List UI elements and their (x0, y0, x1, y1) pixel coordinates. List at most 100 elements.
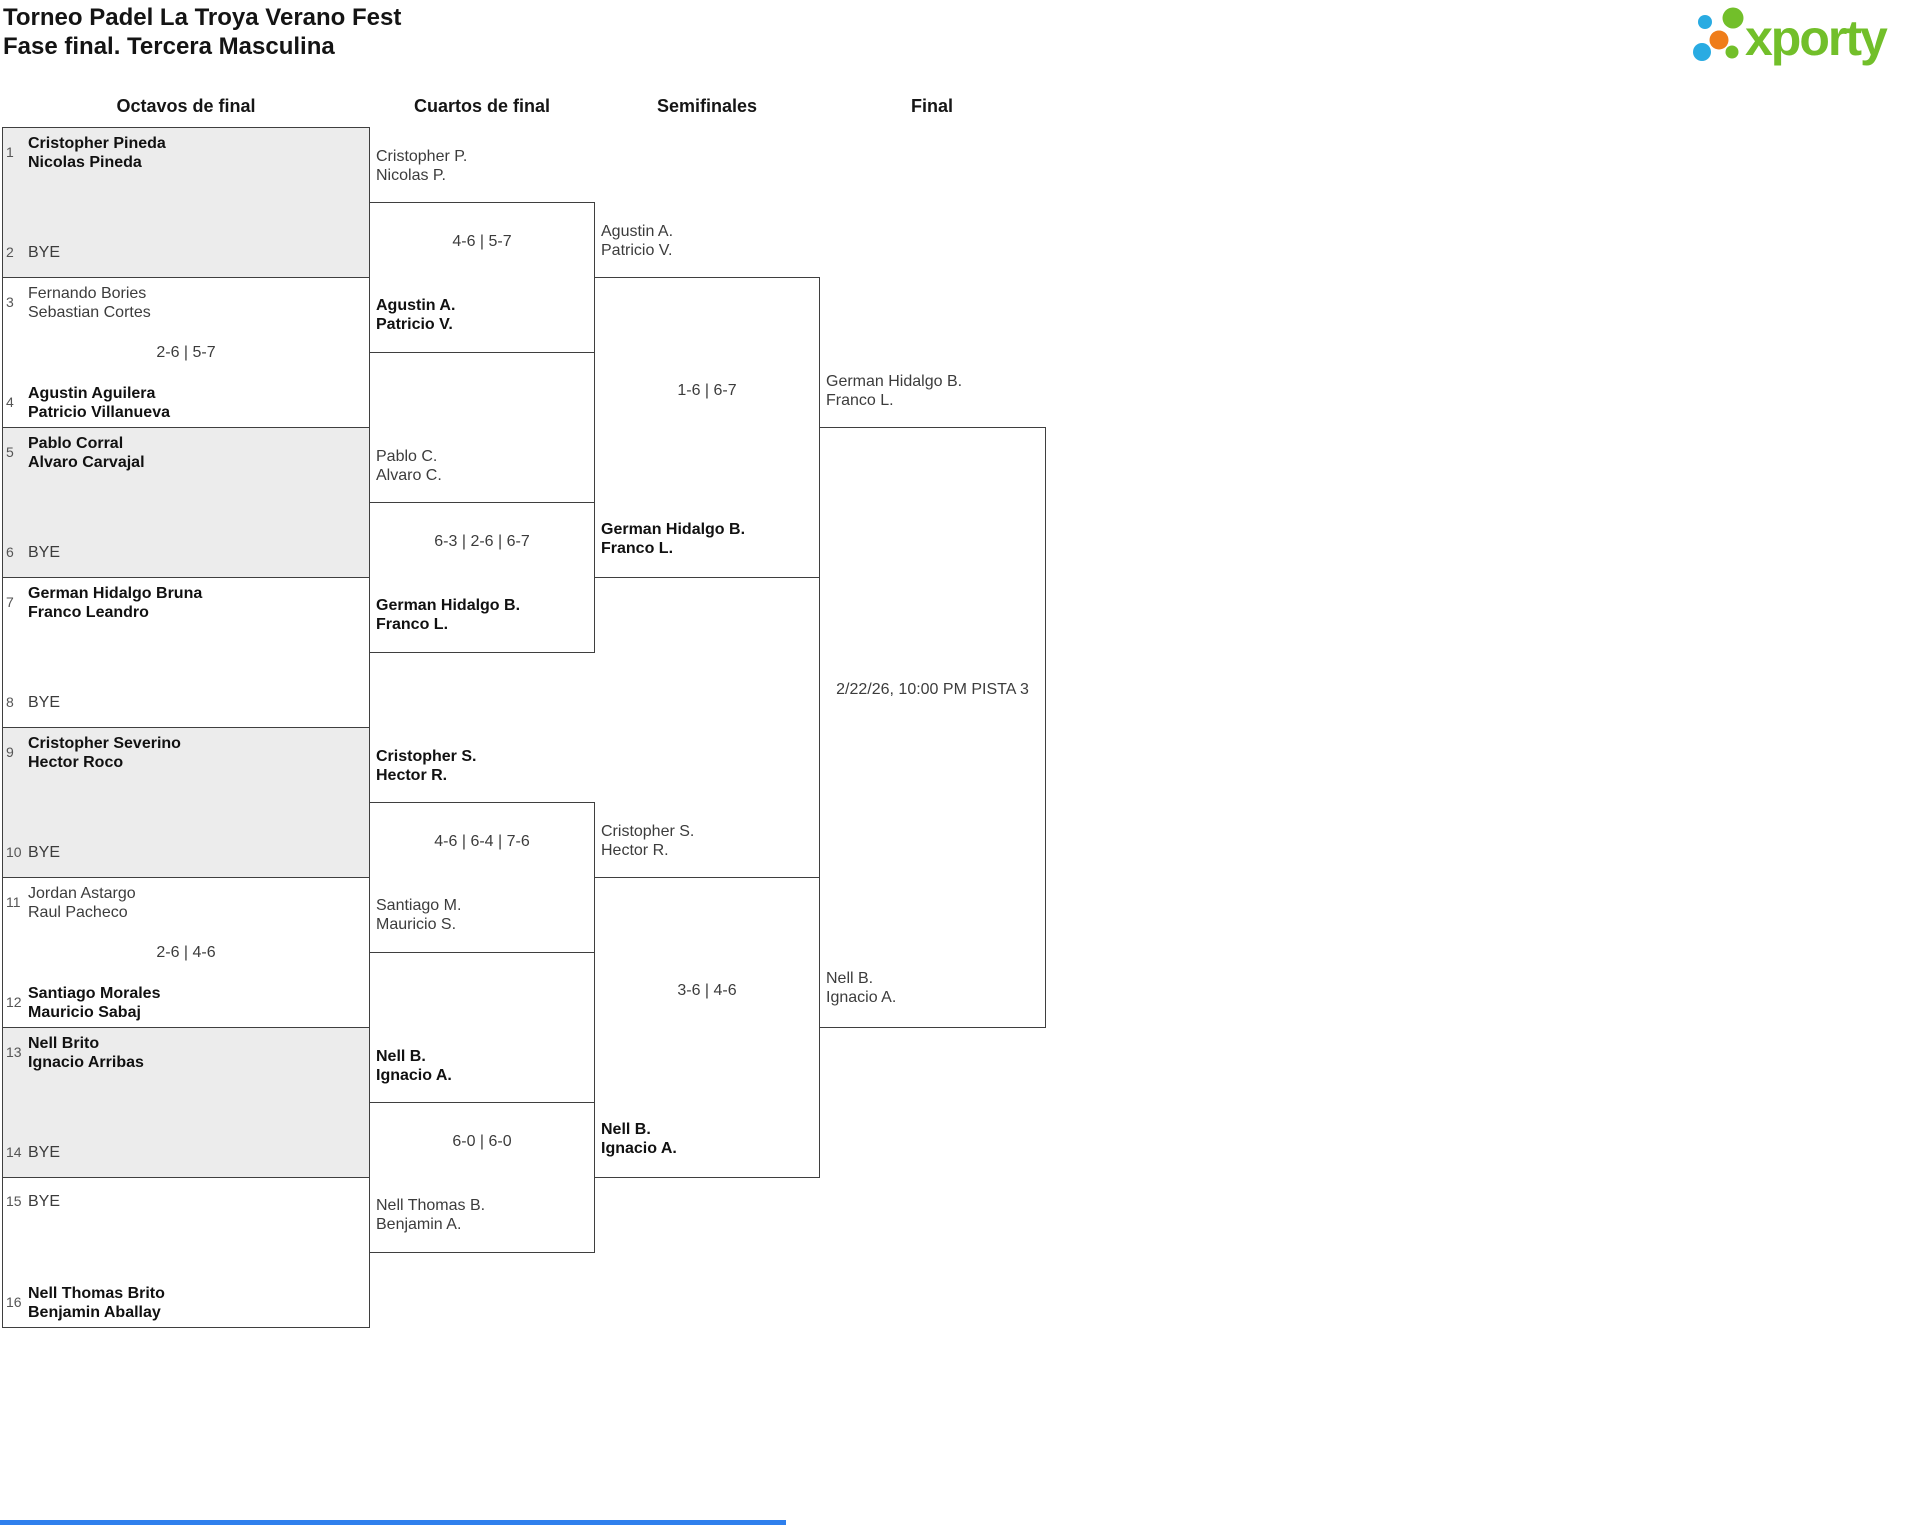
match-score: 3-6 | 4-6 (677, 982, 737, 999)
team-label: BYE (28, 693, 60, 712)
bye-label: BYE (28, 1193, 61, 1210)
final-match-schedule: 2/22/26, 10:00 PM PISTA 3 (836, 681, 1029, 698)
octavos-match-7 (2, 1027, 370, 1178)
seed-number: 7 (6, 594, 14, 610)
page-subtitle: Fase final. Tercera Masculina (3, 33, 335, 60)
player-name: Franco L. (601, 540, 674, 557)
player-name: Franco Leandro (28, 604, 149, 621)
team-label: Agustin A. Patricio V. (601, 222, 673, 260)
team-label: BYE (28, 1143, 60, 1162)
match-score: 2-6 | 4-6 (156, 944, 216, 961)
player-name: Cristopher S. (376, 748, 477, 765)
round-header-cuartos: Cuartos de final (413, 96, 551, 116)
player-name: Santiago M. (376, 897, 462, 914)
team-label: Agustin Aguilera Patricio Villanueva (28, 384, 170, 422)
player-name: Benjamin A. (376, 1216, 462, 1233)
player-name: Pablo C. (376, 448, 438, 465)
player-name: Jordan Astargo (28, 885, 136, 902)
player-name: Santiago Morales (28, 985, 161, 1002)
player-name: Alvaro C. (376, 467, 442, 484)
match-score: 6-0 | 6-0 (452, 1133, 512, 1150)
player-name: Cristopher Severino (28, 735, 181, 752)
team-label: Nell B. Ignacio A. (601, 1120, 677, 1158)
player-name: Patricio V. (601, 242, 673, 259)
player-name: Hector R. (376, 767, 448, 784)
player-name: Nell Thomas Brito (28, 1285, 165, 1302)
player-name: Patricio V. (376, 316, 453, 333)
player-name: Agustin Aguilera (28, 385, 156, 402)
player-name: Nell B. (826, 970, 874, 987)
player-name: Ignacio A. (826, 989, 897, 1006)
player-name: Mauricio S. (376, 916, 457, 933)
match-score: 2-6 | 5-7 (156, 344, 216, 361)
player-name: Alvaro Carvajal (28, 454, 145, 471)
team-label: Fernando Bories Sebastian Cortes (28, 284, 151, 322)
match-score: 6-3 | 2-6 | 6-7 (434, 533, 530, 550)
match-score: 4-6 | 5-7 (452, 233, 512, 250)
seed-number: 9 (6, 744, 14, 760)
player-name: Ignacio A. (376, 1067, 452, 1084)
player-name: Cristopher Pineda (28, 135, 166, 152)
match-score: 1-6 | 6-7 (677, 382, 737, 399)
player-name: Nell Brito (28, 1035, 100, 1052)
player-name: Nell B. (376, 1048, 426, 1065)
team-label: Santiago Morales Mauricio Sabaj (28, 984, 160, 1022)
player-name: Agustin A. (601, 223, 674, 240)
player-name: Franco L. (376, 616, 449, 633)
player-name: German Hidalgo B. (826, 373, 963, 390)
team-label: German Hidalgo B. Franco L. (376, 596, 520, 634)
player-name: Raul Pacheco (28, 904, 128, 921)
team-label: Cristopher Pineda Nicolas Pineda (28, 134, 166, 172)
logo-dot-blue-large (1693, 43, 1711, 61)
seed-number: 13 (6, 1044, 22, 1060)
round-header-octavos: Octavos de final (116, 96, 256, 116)
player-name: Cristopher P. (376, 148, 468, 165)
round-header-semifinales: Semifinales (656, 96, 758, 116)
team-label: German Hidalgo Bruna Franco Leandro (28, 584, 202, 622)
team-label: Santiago M. Mauricio S. (376, 896, 461, 934)
page-title: Torneo Padel La Troya Verano Fest (3, 4, 402, 31)
xporty-logo[interactable]: xporty (1692, 2, 1907, 68)
logo-text: xporty (1745, 10, 1888, 66)
team-label: BYE (28, 243, 60, 262)
bye-label: BYE (28, 694, 61, 711)
team-label: Cristopher Severino Hector Roco (28, 734, 181, 772)
seed-number: 10 (6, 844, 22, 860)
bye-label: BYE (28, 544, 61, 561)
player-name: Nicolas Pineda (28, 154, 142, 171)
player-name: Nell Thomas B. (376, 1197, 486, 1214)
team-label: Nell Thomas B. Benjamin A. (376, 1196, 485, 1234)
seed-number: 15 (6, 1193, 22, 1209)
logo-dot-green-small (1725, 45, 1739, 59)
player-name: Benjamin Aballay (28, 1304, 161, 1321)
player-name: Nell B. (601, 1121, 651, 1138)
seed-number: 5 (6, 444, 14, 460)
team-label: Nell Brito Ignacio Arribas (28, 1034, 144, 1072)
seed-number: 14 (6, 1144, 22, 1160)
seed-number: 16 (6, 1294, 22, 1310)
player-name: German Hidalgo B. (601, 521, 746, 538)
team-label: Pablo C. Alvaro C. (376, 447, 442, 485)
final-match (819, 427, 1046, 1028)
player-name: Patricio Villanueva (28, 404, 170, 421)
logo-dot-orange (1709, 30, 1729, 50)
player-name: Sebastian Cortes (28, 304, 151, 321)
bottom-accent-bar (0, 1520, 786, 1525)
logo-dot-blue-small (1698, 15, 1712, 29)
octavos-match-8 (2, 1177, 370, 1328)
player-name: German Hidalgo B. (376, 597, 521, 614)
player-name: Ignacio Arribas (28, 1054, 144, 1071)
bye-label: BYE (28, 244, 61, 261)
team-label: Nell B. Ignacio A. (376, 1047, 452, 1085)
team-label: Cristopher S. Hector R. (601, 822, 694, 860)
team-label: Cristopher S. Hector R. (376, 747, 476, 785)
logo-dot-green-large (1722, 7, 1744, 29)
team-label: Agustin A. Patricio V. (376, 296, 455, 334)
team-label: Nell Thomas Brito Benjamin Aballay (28, 1284, 165, 1322)
octavos-match-5 (2, 727, 370, 878)
player-name: Hector Roco (28, 754, 124, 771)
seed-number: 6 (6, 544, 14, 560)
octavos-match-6 (2, 877, 370, 1028)
team-label: Pablo Corral Alvaro Carvajal (28, 434, 145, 472)
